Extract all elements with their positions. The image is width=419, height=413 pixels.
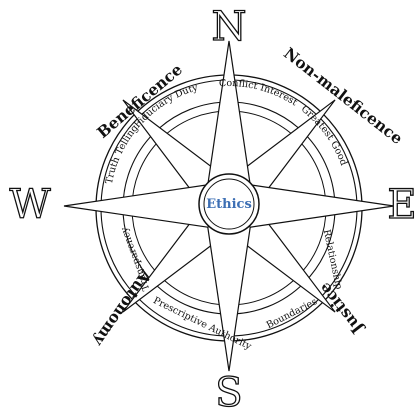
cardinal-south: S	[215, 370, 242, 413]
cardinal-north: N	[212, 4, 247, 50]
concept-relationship: Relationship	[321, 229, 344, 291]
center-label: Ethics	[206, 197, 252, 212]
cardinal-west: W	[9, 182, 50, 228]
concept-boundaries: Boundaries	[265, 296, 319, 331]
cardinal-east: E	[387, 182, 416, 228]
